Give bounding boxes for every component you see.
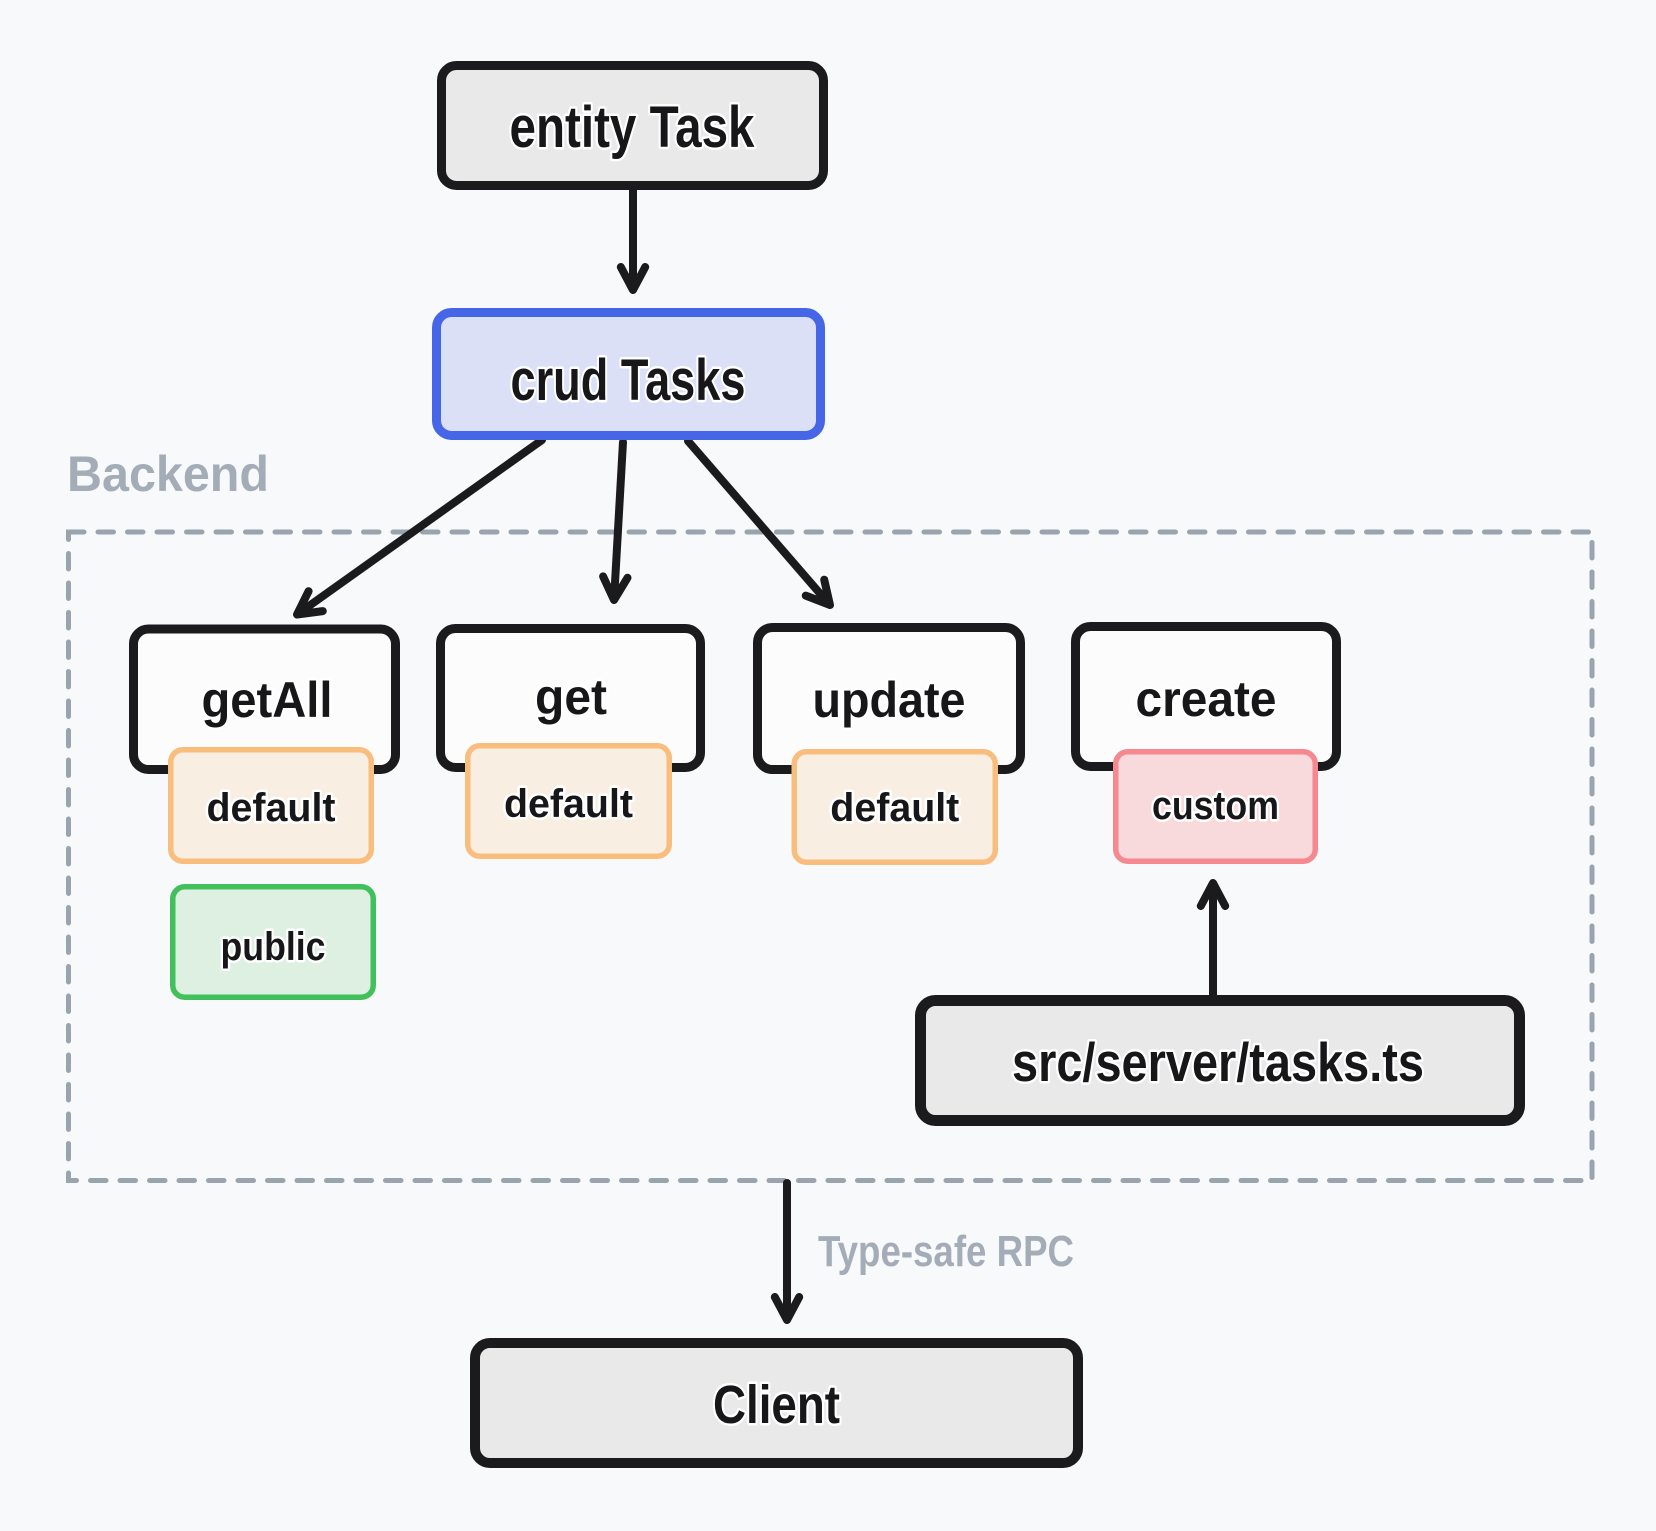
svg-text:crud Tasks: crud Tasks [511, 348, 746, 413]
svg-text:public: public [221, 925, 326, 969]
svg-text:get: get [535, 669, 607, 725]
svg-text:custom: custom [1152, 784, 1279, 828]
svg-text:getAll: getAll [202, 672, 333, 728]
svg-text:src/server/tasks.ts: src/server/tasks.ts [1012, 1031, 1424, 1093]
svg-text:Client: Client [713, 1375, 840, 1435]
svg-text:default: default [207, 786, 336, 830]
svg-text:default: default [830, 786, 959, 830]
svg-text:entity Task: entity Task [510, 95, 756, 160]
svg-text:create: create [1136, 671, 1277, 727]
svg-text:Backend: Backend [67, 446, 269, 502]
svg-text:update: update [813, 672, 966, 728]
svg-text:Type-safe RPC: Type-safe RPC [818, 1227, 1074, 1276]
svg-text:default: default [504, 782, 633, 826]
